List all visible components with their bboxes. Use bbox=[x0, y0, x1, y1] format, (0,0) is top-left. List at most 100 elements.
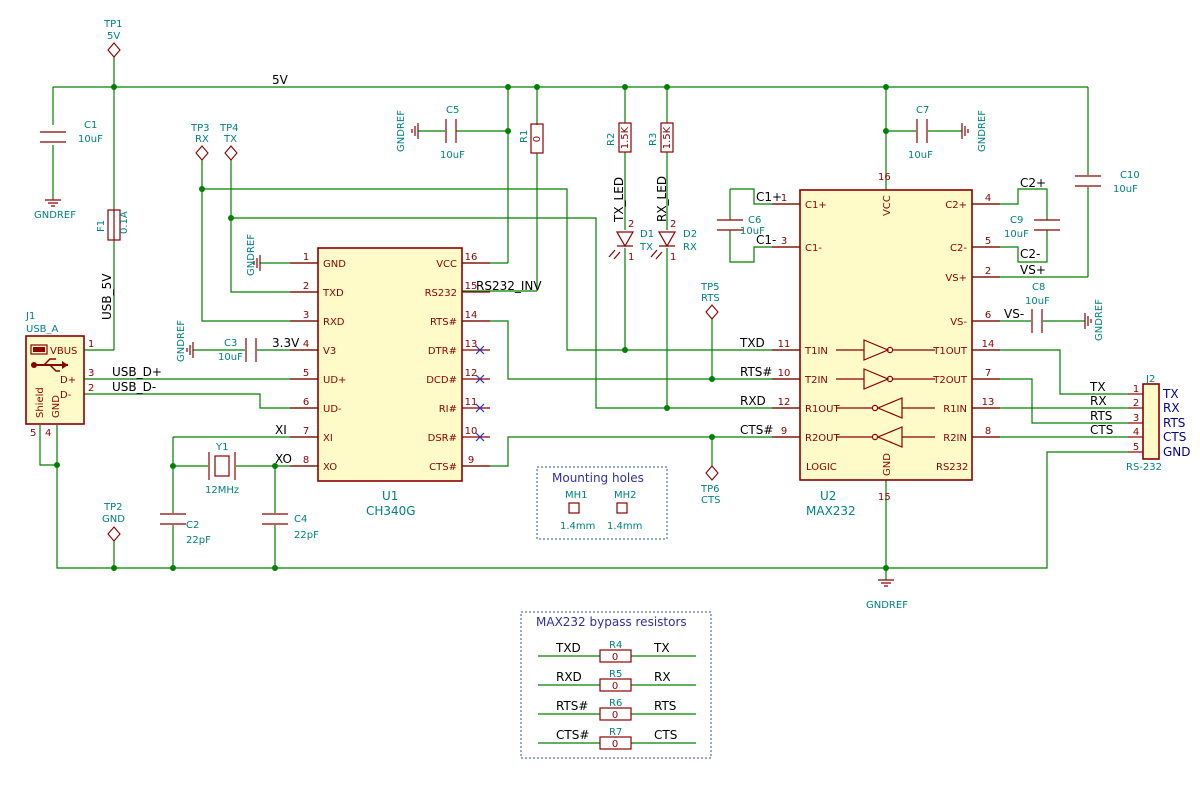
net-rtsn: RTS# bbox=[740, 365, 772, 379]
tp3: TP3 RX bbox=[190, 123, 210, 161]
u2-pin-name: R1OUT bbox=[805, 404, 841, 415]
net-c1m: C1- bbox=[756, 233, 776, 247]
bypass-resistor bbox=[599, 678, 632, 692]
j2-pin-num: 3 bbox=[1133, 413, 1139, 424]
test-points: TP1 5V TP2 GND TP3 RX TP4 TX TP5 RTS TP6… bbox=[102, 19, 720, 568]
u2-pin-num: 8 bbox=[985, 426, 991, 437]
svg-text:F1: F1 bbox=[96, 220, 107, 232]
no-connect-mark bbox=[475, 345, 485, 355]
svg-text:GND: GND bbox=[102, 514, 125, 525]
r3: 1.5K R3 bbox=[648, 122, 674, 153]
bypass-resistor-val: 0 bbox=[612, 681, 618, 692]
u2-pin-num: 7 bbox=[985, 368, 991, 379]
u2-pin-num: 11 bbox=[778, 339, 791, 350]
u1-pin-num: 10 bbox=[465, 426, 478, 437]
u2-pin-num: 12 bbox=[778, 397, 791, 408]
j2-pin-name: CTS bbox=[1163, 430, 1186, 444]
bypass-right-label: TX bbox=[653, 641, 670, 655]
net-c2m: C2- bbox=[1020, 247, 1040, 261]
u2-pin-name: C2+ bbox=[945, 200, 967, 211]
u1-pin-name: TXD bbox=[322, 288, 344, 299]
svg-text:GNDREF: GNDREF bbox=[977, 110, 988, 152]
svg-text:TP3: TP3 bbox=[190, 123, 210, 134]
net-txd: TXD bbox=[739, 336, 765, 350]
bypass-resistor-ref: R7 bbox=[609, 727, 622, 738]
svg-text:3: 3 bbox=[88, 368, 94, 379]
u1-pin-name: RXD bbox=[323, 317, 345, 328]
svg-text:MH2: MH2 bbox=[614, 490, 637, 501]
j2-pin-name: TX bbox=[1162, 387, 1179, 401]
svg-text:TX: TX bbox=[639, 242, 653, 253]
bypass-left-label: CTS# bbox=[556, 728, 589, 742]
net-vsm: VS- bbox=[1004, 307, 1024, 321]
net-tx-led: TX_LED bbox=[612, 177, 626, 223]
svg-text:C5: C5 bbox=[446, 105, 459, 116]
u2-max232: U2 MAX232 1C1+3C1-11T1IN10T2IN12R1OUT9R2… bbox=[772, 172, 1000, 518]
u2-pin-name: R2OUT bbox=[805, 433, 841, 444]
net-cts: CTS bbox=[1090, 423, 1113, 437]
ground-symbols: GNDREF GNDREF GNDREF GNDREF GNDREF GNDRE… bbox=[34, 110, 1105, 611]
gnd-c7: GNDREF bbox=[961, 110, 988, 152]
svg-text:CH340G: CH340G bbox=[366, 504, 416, 518]
u1-pin-name: XO bbox=[323, 462, 337, 473]
usb-icon bbox=[30, 344, 48, 355]
u1-pin-name: V3 bbox=[323, 346, 336, 357]
gnd-c1: GNDREF bbox=[34, 199, 76, 221]
tp6: TP6 CTS bbox=[700, 465, 720, 506]
svg-text:1.4mm: 1.4mm bbox=[560, 521, 595, 532]
svg-text:16: 16 bbox=[878, 172, 891, 183]
net-usb-5v: USB_5V bbox=[100, 273, 114, 320]
u2-pin-name: VS+ bbox=[945, 273, 967, 284]
svg-text:Shield: Shield bbox=[35, 387, 46, 418]
gnd-u2: GNDREF bbox=[866, 579, 908, 611]
svg-text:D+: D+ bbox=[60, 375, 76, 386]
svg-text:CTS: CTS bbox=[701, 495, 720, 506]
net-xi: XI bbox=[275, 423, 287, 437]
svg-text:GNDREF: GNDREF bbox=[866, 600, 908, 611]
svg-text:10uF: 10uF bbox=[1113, 184, 1138, 195]
u2-pin-name: C1+ bbox=[805, 200, 827, 211]
u1-pin-name: DSR# bbox=[428, 433, 457, 444]
u2-pin-name: T1IN bbox=[804, 346, 828, 357]
svg-text:1.4mm: 1.4mm bbox=[607, 521, 642, 532]
u2-pin-name: R2IN bbox=[943, 433, 967, 444]
u1-pin-name: RTS# bbox=[430, 317, 457, 328]
svg-text:TP2: TP2 bbox=[103, 502, 123, 513]
svg-text:1: 1 bbox=[670, 252, 676, 263]
net-labels: 5V USB_5V USB_D+ USB_D- 3.3V XI XO RS232… bbox=[100, 73, 1113, 466]
no-connect-mark bbox=[475, 432, 485, 442]
no-connect-mark bbox=[475, 374, 485, 384]
j2-pin-num: 2 bbox=[1133, 398, 1139, 409]
u2-pin-num: 14 bbox=[982, 339, 995, 350]
svg-text:C1: C1 bbox=[84, 120, 97, 131]
svg-text:RS-232: RS-232 bbox=[1126, 462, 1162, 473]
svg-text:10uF: 10uF bbox=[1025, 296, 1050, 307]
u2-pin-name: VS- bbox=[950, 317, 967, 328]
svg-text:TP5: TP5 bbox=[700, 282, 720, 293]
svg-text:RX: RX bbox=[683, 242, 697, 253]
u2-pin-name: C1- bbox=[805, 243, 822, 254]
gnd-c5: GNDREF bbox=[396, 110, 419, 152]
u2-pin-num: 13 bbox=[982, 397, 995, 408]
net-rx: RX bbox=[1090, 394, 1107, 408]
svg-text:LOGIC: LOGIC bbox=[806, 462, 837, 473]
bypass-left-label: TXD bbox=[555, 641, 581, 655]
mounting-holes-box: Mounting holes MH1 MH2 1.4mm 1.4mm bbox=[536, 466, 668, 540]
svg-text:Mounting holes: Mounting holes bbox=[552, 471, 644, 485]
gnd-c8: GNDREF bbox=[1084, 299, 1105, 341]
svg-text:5V: 5V bbox=[107, 31, 120, 42]
svg-text:10uF: 10uF bbox=[740, 226, 765, 237]
r1: 0 R1 bbox=[519, 123, 544, 154]
svg-text:10uF: 10uF bbox=[218, 352, 243, 363]
svg-text:J2: J2 bbox=[1145, 374, 1155, 385]
j2-pin-num: 4 bbox=[1133, 427, 1139, 438]
svg-text:R2: R2 bbox=[606, 133, 617, 146]
svg-text:VBUS: VBUS bbox=[50, 346, 77, 357]
u2-pin-num: 5 bbox=[985, 236, 991, 247]
svg-text:D2: D2 bbox=[683, 229, 697, 240]
